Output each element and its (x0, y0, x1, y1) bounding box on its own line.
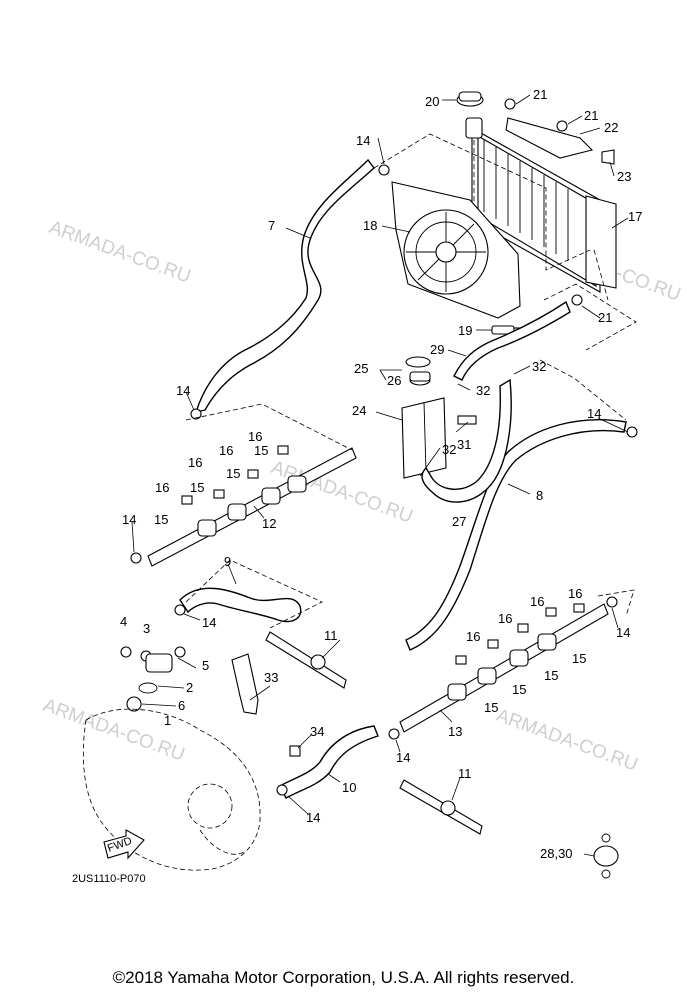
callout-15c: 15 (226, 466, 240, 481)
bolt-34 (289, 745, 301, 757)
bracket (504, 98, 615, 306)
copyright-notice: ©2018 Yamaha Motor Corporation, U.S.A. A… (112, 968, 575, 987)
watermark: ARMADA-CO.RU (493, 705, 640, 776)
callout-14d: 14 (202, 615, 216, 630)
diagram-code: 2US1110-P070 (72, 873, 146, 885)
hose-29 (453, 300, 571, 381)
water-pump-parts (120, 646, 186, 712)
callout-27: 27 (452, 514, 466, 529)
callout-7: 7 (268, 218, 275, 233)
callout-24: 24 (352, 403, 366, 418)
callout-18: 18 (363, 218, 377, 233)
hose-10 (279, 725, 379, 799)
callout-16d: 16 (248, 429, 262, 444)
hose-7 (194, 158, 375, 413)
leader-lines (131, 94, 629, 857)
hose-8 (405, 419, 627, 651)
callout-32c: 32 (442, 442, 456, 457)
callout-32b: 32 (476, 383, 490, 398)
callout-15f: 15 (544, 668, 558, 683)
callout-14f: 14 (616, 625, 630, 640)
callout-14b: 14 (176, 383, 190, 398)
callout-8: 8 (536, 488, 543, 503)
hose-27 (421, 378, 512, 503)
callout-15: 15 (154, 512, 168, 527)
callout-16f: 16 (498, 611, 512, 626)
callout-15b: 15 (190, 480, 204, 495)
callout-11b: 11 (458, 766, 472, 781)
callout-15h: 15 (484, 700, 498, 715)
pipe-13 (399, 603, 609, 733)
callout-23: 23 (617, 169, 631, 184)
callout-14g: 14 (396, 750, 410, 765)
callout-16b: 16 (188, 455, 202, 470)
callout-31: 31 (457, 437, 471, 452)
radiator (465, 117, 617, 301)
callout-15e: 15 (572, 651, 586, 666)
engine-outline (82, 708, 261, 871)
callout-21c: 21 (598, 310, 612, 325)
radiator-cap (456, 91, 484, 107)
watermarks: ARMADA-CO.RU ARMADA-CO.RU ARMADA-CO.RU A… (40, 217, 683, 776)
callout-22: 22 (604, 120, 618, 135)
callout-16h: 16 (568, 586, 582, 601)
callout-14: 14 (356, 133, 370, 148)
callout-16: 16 (155, 480, 169, 495)
callout-12: 12 (262, 516, 276, 531)
callout-21b: 21 (584, 108, 598, 123)
callout-9: 9 (224, 554, 231, 569)
callout-11: 11 (324, 628, 338, 643)
callout-13: 13 (448, 724, 462, 739)
callout-3: 3 (143, 621, 150, 636)
fwd-arrow: FWD (103, 829, 145, 860)
callout-34: 34 (310, 724, 324, 739)
callout-5: 5 (202, 658, 209, 673)
pipe-12 (147, 447, 357, 567)
callout-29: 29 (430, 342, 444, 357)
callout-14h: 14 (306, 810, 320, 825)
callout-15g: 15 (512, 682, 526, 697)
callout-10: 10 (342, 780, 356, 795)
callout-28-30: 28,30 (540, 846, 573, 861)
callout-16g: 16 (530, 594, 544, 609)
bracket-33 (231, 653, 259, 715)
callout-21: 21 (533, 87, 547, 102)
clamps (130, 164, 638, 796)
callout-17: 17 (628, 209, 642, 224)
callout-14e: 14 (587, 406, 601, 421)
clip-28-30 (593, 833, 619, 879)
reservoir-tank (401, 356, 477, 479)
callout-2: 2 (186, 680, 193, 695)
callout-16c: 16 (219, 443, 233, 458)
callout-15d: 15 (254, 443, 268, 458)
bolts-16-lower (455, 603, 585, 665)
callout-1: 1 (164, 713, 171, 728)
callout-32: 32 (532, 359, 546, 374)
callout-14c: 14 (122, 512, 136, 527)
callout-20: 20 (425, 94, 439, 109)
callout-19: 19 (458, 323, 472, 338)
callout-25: 25 (354, 361, 368, 376)
callout-6: 6 (178, 698, 185, 713)
cable-ties (265, 631, 483, 835)
callout-4: 4 (120, 614, 127, 629)
reference-boxes (185, 133, 637, 629)
callout-26: 26 (387, 373, 401, 388)
callout-16e: 16 (466, 629, 480, 644)
watermark: ARMADA-CO.RU (46, 217, 193, 288)
callouts: 1 2 3 4 5 6 7 8 9 10 11 11 12 13 14 14 1… (72, 87, 642, 885)
callout-33: 33 (264, 670, 278, 685)
fan-shroud (391, 181, 521, 319)
bolts-16-upper (181, 445, 289, 505)
hose-9 (179, 587, 302, 623)
